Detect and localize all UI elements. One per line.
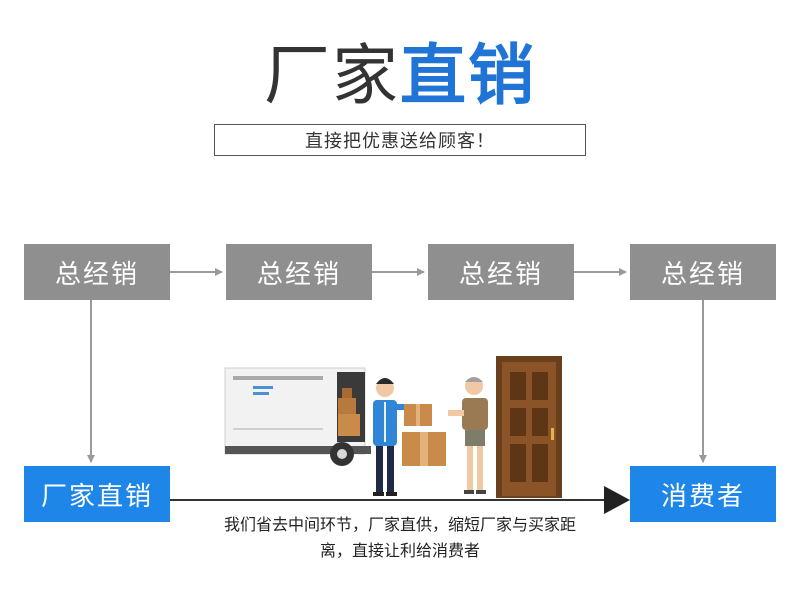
page-title: 厂家直销: [0, 36, 800, 116]
consumer-label: 消费者: [660, 481, 745, 512]
package-icon: [402, 404, 446, 466]
distributor-label: 总经销: [54, 259, 139, 290]
title-normal: 厂家: [264, 37, 400, 114]
arrow-direct-head: [604, 486, 630, 514]
consumer-box: 消费者: [630, 466, 776, 522]
distributor-label: 总经销: [256, 259, 341, 290]
subtitle-text: 直接把优惠送给顾客！: [305, 131, 495, 152]
subtitle-box: 直接把优惠送给顾客！: [214, 124, 586, 156]
caption-line-2: 离，直接让利给消费者: [319, 541, 480, 560]
manufacturer-box: 厂家直销: [24, 466, 170, 522]
distributor-label: 总经销: [458, 259, 543, 290]
truck-icon: [224, 367, 371, 466]
distributor-box-1: 总经销: [24, 244, 170, 300]
manufacturer-label: 厂家直销: [40, 481, 153, 512]
customer-icon: [448, 377, 488, 494]
title-bold: 直销: [400, 37, 536, 114]
distributor-label: 总经销: [660, 259, 745, 290]
door-icon: [496, 356, 562, 498]
delivery-man-icon: [373, 378, 413, 496]
caption: 我们省去中间环节，厂家直供，缩短厂家与买家距 离，直接让利给消费者: [176, 512, 624, 564]
distributor-box-4: 总经销: [630, 244, 776, 300]
caption-line-1: 我们省去中间环节，厂家直供，缩短厂家与买家距: [223, 515, 576, 534]
distributor-box-3: 总经销: [428, 244, 574, 300]
distributor-box-2: 总经销: [226, 244, 372, 300]
